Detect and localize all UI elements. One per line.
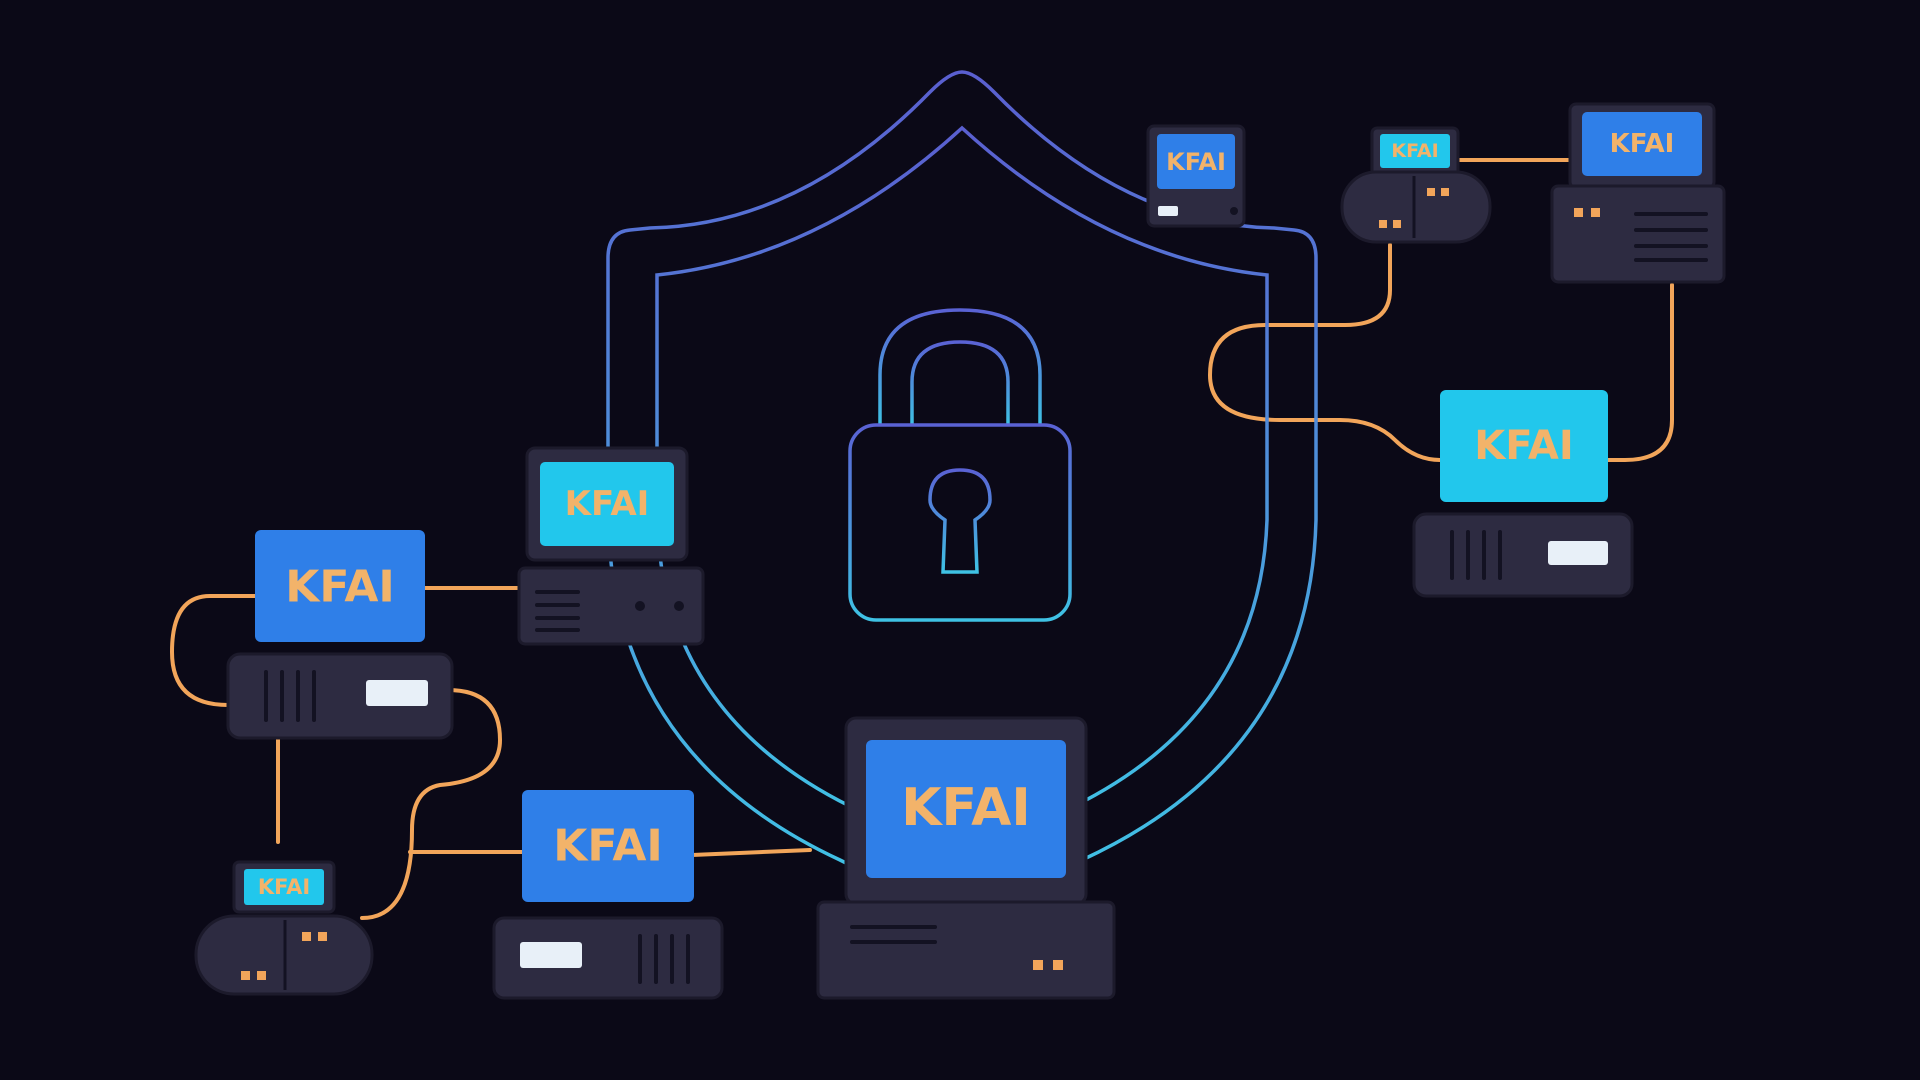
screen-label: KFAI (1474, 423, 1574, 469)
screen-label: KFAI (1610, 129, 1675, 159)
screen-label: KFAI (1391, 140, 1438, 162)
screen-label: KFAI (285, 562, 395, 613)
cable-left-s-curve (360, 688, 502, 920)
cable-right-loop (1208, 243, 1442, 462)
computer-node-left: KFAI (226, 530, 454, 740)
computer-node-top-right-server: KFAI (1550, 102, 1726, 284)
cable-left-loop (170, 594, 257, 707)
cable-right-server-to-cyan (1604, 283, 1674, 462)
computer-node-bottom-left-small: KFAI (194, 860, 374, 996)
padlock-icon (848, 308, 1072, 622)
computer-node-upper-center-left: KFAI (517, 446, 705, 646)
screen-label: KFAI (258, 875, 310, 899)
computer-node-bottom-center: KFAI (816, 716, 1116, 1000)
network-cables (170, 158, 1674, 920)
computer-node-top-right-small: KFAI (1340, 126, 1492, 244)
computer-node-right-cyan: KFAI (1412, 390, 1634, 598)
screen-label: KFAI (565, 484, 650, 524)
screen-label: KFAI (553, 821, 663, 872)
cable-mid-to-center (690, 848, 812, 857)
screen-label: KFAI (901, 778, 1030, 838)
screen-label: KFAI (1166, 148, 1226, 176)
computer-node-top-center: KFAI (1146, 124, 1246, 228)
computer-node-bottom-center-left: KFAI (492, 790, 724, 1000)
